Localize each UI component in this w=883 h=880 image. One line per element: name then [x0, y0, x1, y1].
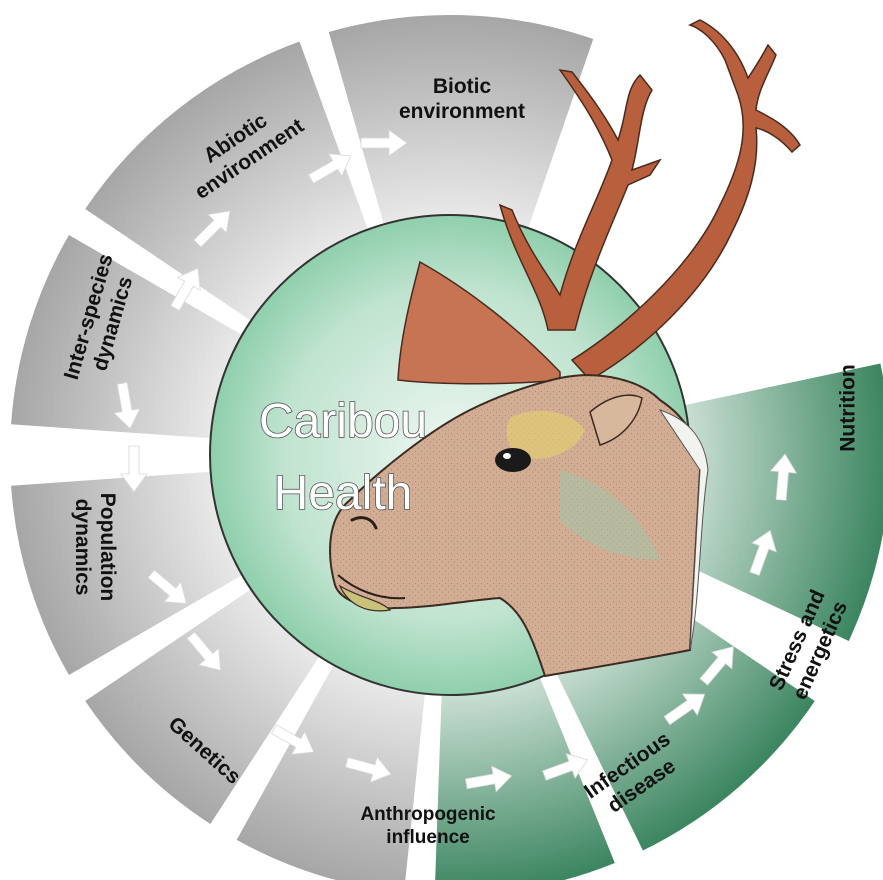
- eye-highlight: [503, 453, 511, 459]
- label-line: Biotic: [433, 75, 492, 98]
- label-line: influence: [386, 827, 469, 848]
- label-line: Nutrition: [836, 364, 859, 451]
- label-nutrition: Nutrition: [836, 364, 859, 451]
- eye-icon: [495, 448, 531, 472]
- label-line: Anthropogenic: [360, 804, 496, 825]
- center-title-line1: Caribou: [259, 395, 427, 448]
- label-line: dynamics: [71, 499, 94, 596]
- label-line: Population: [96, 493, 119, 602]
- label-line: environment: [399, 100, 525, 123]
- center-title-line2: Health: [274, 467, 413, 520]
